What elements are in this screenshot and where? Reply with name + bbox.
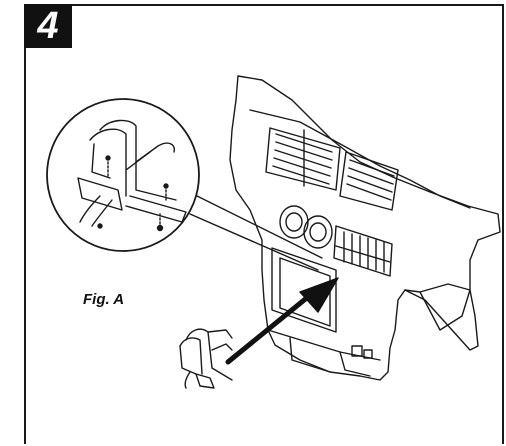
- step-number-badge: 4: [24, 4, 72, 48]
- insert-direction-arrow-icon: [225, 277, 339, 365]
- bracket-detail-magnifier-icon: [46, 98, 323, 271]
- mounting-bracket-icon: [179, 328, 233, 389]
- dashboard-illustration-icon: [229, 75, 501, 381]
- figure-label: Fig. A: [83, 291, 125, 308]
- instruction-panel-frame: [24, 4, 504, 444]
